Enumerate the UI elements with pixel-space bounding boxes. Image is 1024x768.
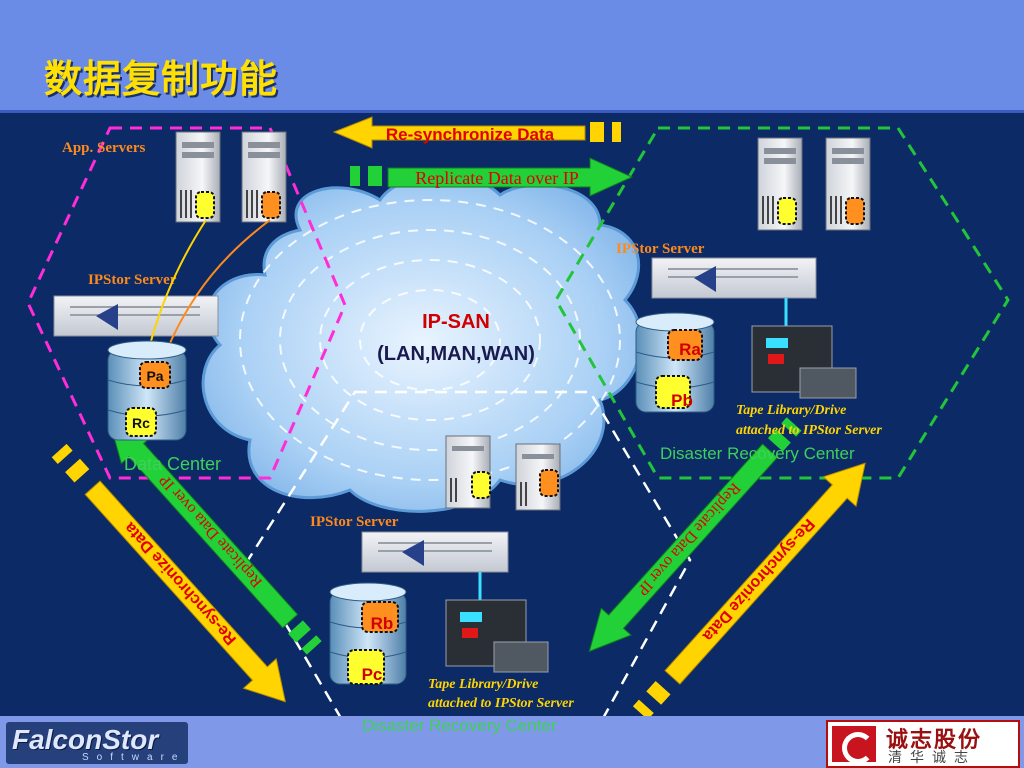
header-bar [0, 0, 1024, 110]
tape-library-drc2 [445, 599, 549, 673]
drc2-label: Disaster Recovery Center [362, 716, 557, 735]
tape-library-drc1 [751, 325, 857, 399]
drc2-server-1 [445, 435, 491, 509]
volume-pc-label: Pc [362, 665, 383, 684]
chengzhi-logo-mark-icon [832, 726, 876, 764]
disaster-recovery-zone-1 [554, 126, 1010, 480]
falconstor-logo-sub: Software [82, 752, 186, 763]
link-appserver2-pa [161, 219, 271, 363]
chengzhi-logo: 诚志股份 清华诚志 [826, 720, 1020, 768]
volume-rc [125, 407, 157, 437]
volume-marker-yellow [777, 197, 797, 225]
ipstor-server-label-drc2: IPStor Server [310, 514, 399, 530]
volume-marker-yellow [471, 471, 491, 499]
falconstor-logo: FalconStor Software [6, 722, 188, 764]
ip-san-label-line1: IP-SAN [422, 311, 490, 333]
resync-arrow-top [332, 116, 621, 149]
diagram-stage: Re-synchronize Data Replicate Data over … [0, 113, 1024, 716]
replicate-label-top: Replicate Data over IP [415, 168, 578, 188]
volume-pc [347, 649, 385, 685]
drc1-label: Disaster Recovery Center [660, 444, 855, 463]
header-divider [0, 110, 1024, 113]
app-server-2 [241, 131, 287, 223]
volume-pa [139, 361, 171, 389]
slide-title: 数据复制功能 [44, 57, 279, 101]
volume-rc-label: Rc [132, 415, 150, 431]
tape-label-drc1-line2: attached to IPStor Server [736, 423, 882, 438]
replicate-arrow-right [588, 417, 802, 653]
volume-marker-yellow [195, 191, 215, 219]
ipstor-server-label-drc1: IPStor Server [616, 241, 705, 257]
replicate-arrow-top [350, 157, 634, 197]
data-center-label: Data Center [124, 454, 221, 474]
resync-arrow-left [51, 443, 286, 703]
drc1-server-1 [757, 137, 803, 231]
drc2-server-2 [515, 443, 561, 511]
ipstor-server-drc2 [361, 531, 509, 573]
chengzhi-logo-sub: 清华诚志 [888, 750, 976, 766]
chengzhi-logo-name: 诚志股份 [886, 728, 983, 753]
network-diagram: Re-synchronize Data Replicate Data over … [26, 116, 1010, 716]
resync-label-top: Re-synchronize Data [386, 125, 555, 144]
ipstor-server-dc [53, 295, 219, 337]
drc1-server-2 [825, 137, 871, 231]
resync-arrow-right [632, 462, 866, 716]
volume-rb-label: Rb [371, 614, 394, 633]
tape-label-drc2-line1: Tape Library/Drive [428, 677, 538, 692]
volume-marker-orange [261, 191, 281, 219]
volume-rb [361, 601, 399, 633]
replicate-label-right: Replicate Data over IP [634, 479, 744, 598]
ip-san-label-line2: (LAN,MAN,WAN) [377, 343, 535, 365]
app-servers-label: App. Servers [62, 140, 145, 156]
volume-marker-orange [845, 197, 865, 225]
data-center-zone [26, 126, 347, 480]
app-server-1 [175, 131, 221, 223]
ipstor-server-label-dc: IPStor Server [88, 272, 177, 288]
tape-label-drc1-line1: Tape Library/Drive [736, 403, 846, 418]
falconstor-logo-word: FalconStor [12, 724, 159, 755]
volume-pb-label: Pb [671, 391, 693, 410]
ipstor-server-drc1 [651, 257, 817, 299]
volume-pb [655, 375, 691, 409]
resync-label-right: Re-synchronize Data [699, 515, 818, 644]
volume-marker-orange [539, 469, 559, 497]
tape-label-drc2-line2: attached to IPStor Server [428, 696, 574, 711]
volume-ra [667, 329, 703, 361]
volume-ra-label: Ra [679, 340, 701, 359]
volume-pa-label: Pa [146, 368, 163, 384]
